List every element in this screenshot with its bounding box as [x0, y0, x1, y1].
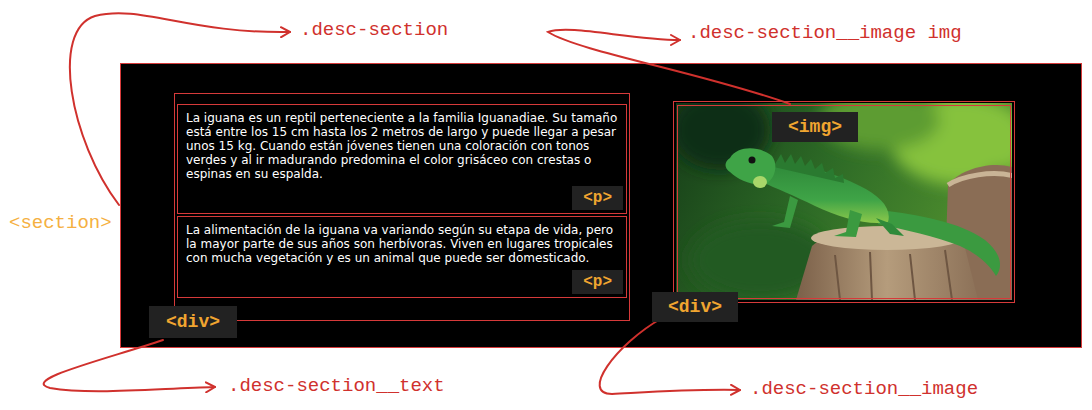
class-label: .desc-section	[300, 19, 448, 41]
iguana	[726, 148, 1001, 276]
leader-lines	[44, 13, 790, 394]
paragraph-text: La iguana es un reptil perteneciente a l…	[178, 105, 626, 181]
paragraph-box: La alimentación de la iguana va variando…	[177, 216, 627, 298]
text-div-box: <div>La iguana es un reptil pertenecient…	[174, 93, 630, 321]
paragraph-text: La alimentación de la iguana va variando…	[178, 217, 626, 265]
iguana-jowl	[753, 176, 767, 188]
bark-lines	[835, 250, 952, 300]
iguana-leg	[772, 196, 798, 228]
iguana-head	[726, 148, 776, 184]
iguana-eye	[749, 157, 756, 164]
tag-chip: <p>	[572, 270, 623, 294]
leader-line	[600, 318, 740, 394]
stump-top	[948, 174, 1012, 185]
section-ground	[120, 63, 1082, 348]
class-label: .desc-section__text	[228, 375, 445, 397]
tag-chip: <div>	[149, 306, 237, 338]
iguana-tail	[878, 210, 1000, 276]
section-box: <section><div>La iguana es un reptil per…	[120, 63, 1082, 348]
iguana-leg	[876, 218, 904, 236]
tag-chip: <img>	[772, 112, 858, 142]
tag-chip: <p>	[572, 186, 623, 210]
img-box: <img>	[677, 105, 1011, 299]
section-tag: <section>	[9, 212, 112, 234]
iguana-crest	[765, 154, 844, 183]
class-label: .desc-section__image img	[688, 22, 962, 44]
iguana-photo	[676, 103, 1012, 300]
paragraph-box: La iguana es un reptil perteneciente a l…	[177, 104, 627, 214]
class-label: .desc-section__image	[750, 378, 978, 400]
image-div-box: <div><img>	[673, 101, 1015, 303]
tag-chip: <div>	[652, 292, 738, 322]
blurred-leaves	[676, 103, 1012, 300]
iguana-leg	[834, 210, 862, 237]
